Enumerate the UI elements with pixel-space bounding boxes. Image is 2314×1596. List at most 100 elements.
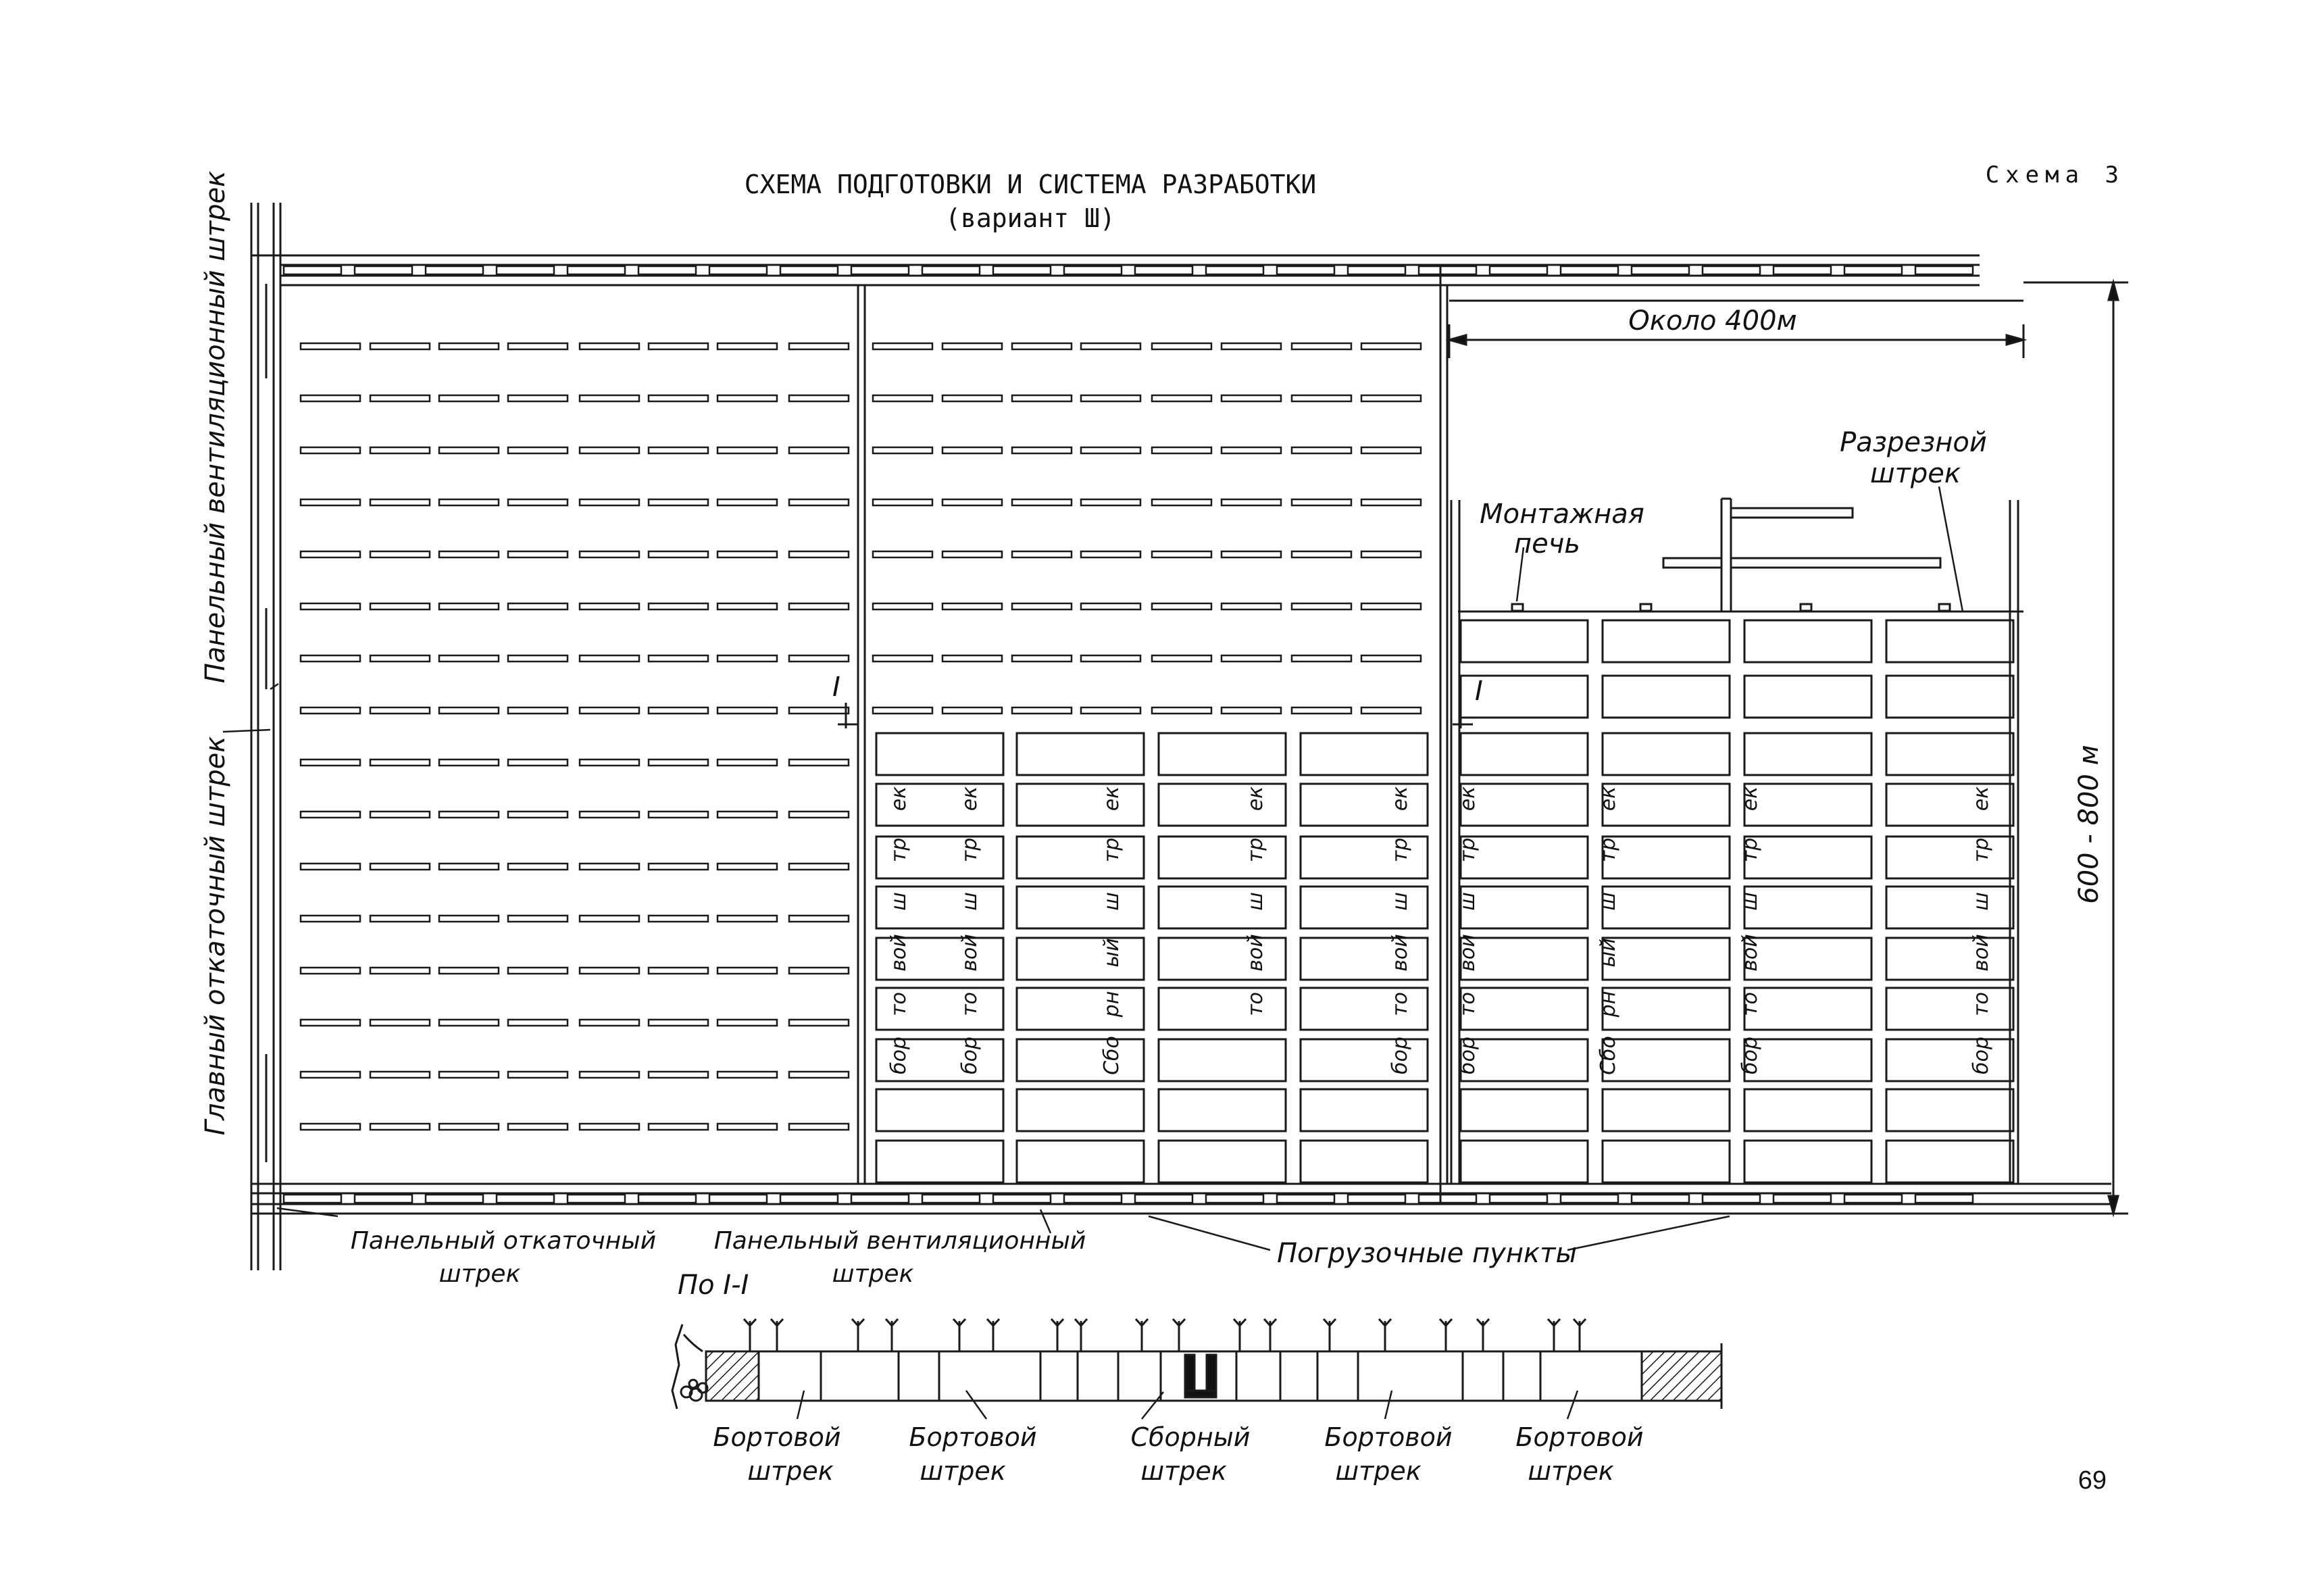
block-word: бор [1969, 1037, 1993, 1074]
main-vertical-drifts [250, 203, 282, 1270]
drift-segment [921, 1193, 981, 1204]
pillar-dash [438, 1122, 500, 1131]
extraction-block [1157, 885, 1287, 930]
block-word: ек [1969, 787, 1993, 812]
block-words-col-6: бор бор то вой ш тр ек [1969, 787, 1993, 1074]
pillar-dash [369, 446, 431, 455]
extraction-block [1885, 674, 2015, 719]
pillar-dash [507, 342, 569, 351]
block-word: ш [1388, 892, 1412, 910]
block-word: Сбо [1100, 1036, 1124, 1075]
section-label-5-line1: Бортовой [1515, 1422, 1643, 1452]
pillar-dash [872, 498, 934, 507]
pillar-dash [788, 966, 850, 975]
drift-segment [1701, 265, 1761, 276]
section-label-3-line2: штрек [1140, 1456, 1226, 1486]
extraction-block [1459, 732, 1589, 776]
drift-segment [1205, 265, 1265, 276]
pillar-dash [647, 654, 709, 663]
pillar-dash [1151, 550, 1213, 559]
pillar-dash [1151, 446, 1213, 455]
drift-segment [1772, 265, 1832, 276]
pillar-dash [788, 1122, 850, 1131]
pillar-dash [299, 446, 361, 455]
extraction-block [1885, 732, 2015, 776]
extraction-block [1743, 1038, 1873, 1082]
pillar-dash [578, 966, 640, 975]
block-word: тр [958, 838, 982, 863]
extraction-block [1459, 885, 1589, 930]
pillar-dash [299, 758, 361, 767]
pillar-dash [578, 758, 640, 767]
pillar-dash [788, 862, 850, 871]
pillar-dash [578, 914, 640, 923]
pillar-dash [941, 342, 1003, 351]
drift-segment [637, 265, 697, 276]
pillar-dash [1220, 550, 1282, 559]
extraction-block [1601, 937, 1731, 981]
width-dimension-label: Около 400м [1628, 305, 1796, 336]
pillar-dash [369, 342, 431, 351]
extraction-block [1015, 1038, 1145, 1082]
pillar-dash [507, 706, 569, 715]
extraction-block [1743, 1139, 1873, 1184]
section-labels: Бортовой штрек Бортовой штрек Сборный шт… [713, 1422, 1643, 1486]
drift-segment [282, 1193, 343, 1204]
pillar-dash [299, 550, 361, 559]
pillar-dash [872, 342, 934, 351]
pillar-dash [578, 394, 640, 403]
drift-segment [1134, 1193, 1194, 1204]
pillar-dash [1080, 342, 1142, 351]
extraction-block [1015, 835, 1145, 880]
drift-segment [1843, 265, 1903, 276]
section-marker-right: I [1475, 676, 1483, 707]
section-label-2-line2: штрек [920, 1456, 1005, 1486]
block-word: рн [1596, 991, 1620, 1018]
support-post-head [1438, 1318, 1453, 1328]
pillar-dash [578, 654, 640, 663]
block-word: ш [1244, 892, 1267, 910]
pillar-dash [872, 394, 934, 403]
block-word: то [1738, 992, 1762, 1016]
extraction-block [875, 835, 1005, 880]
pillar-dash [647, 862, 709, 871]
pillar-dash [299, 394, 361, 403]
pillar-dash [507, 966, 569, 975]
extraction-block [1015, 1139, 1145, 1184]
block-word: тр [1738, 838, 1762, 863]
extraction-block [875, 885, 1005, 930]
pillar-dash [941, 498, 1003, 507]
pillar-dash [369, 1070, 431, 1079]
block-word: рн [1100, 991, 1124, 1018]
pillar-dash [1290, 654, 1353, 663]
extraction-block [1299, 885, 1429, 930]
extraction-block [1299, 937, 1429, 981]
pillar-dash [716, 550, 778, 559]
block-word: ек [958, 787, 982, 812]
block-word: ш [1969, 892, 1993, 910]
pillar-dash [1220, 706, 1282, 715]
pillar-dash [369, 966, 431, 975]
pillar-dash [716, 342, 778, 351]
pillar-dash [507, 758, 569, 767]
section-label-leaders [796, 1390, 1579, 1420]
pillar-dash [716, 966, 778, 975]
block-words-col-5: бор бор бор бор бор бор бор то вой ш тр … [1738, 787, 1762, 1074]
support-post-head [1134, 1318, 1149, 1328]
pillar-dash [438, 914, 500, 923]
drift-segment [1276, 265, 1336, 276]
block-word: ек [1244, 787, 1267, 812]
section-title: По I-I [678, 1270, 749, 1301]
drift-segment [992, 1193, 1052, 1204]
pillar-dash [1360, 446, 1422, 455]
drift-segment [566, 1193, 626, 1204]
extraction-block [1299, 987, 1429, 1031]
vent-drift-vertical-label: Панельный вентиляционный штрек [200, 171, 231, 684]
section-support-posts [743, 1318, 1587, 1351]
pillar-dash [578, 602, 640, 611]
section-label-4-line1: Бортовой [1324, 1422, 1452, 1452]
pillar-dash [1360, 602, 1422, 611]
section-label-1-line2: штрек [747, 1456, 833, 1486]
pillar-dash [872, 602, 934, 611]
